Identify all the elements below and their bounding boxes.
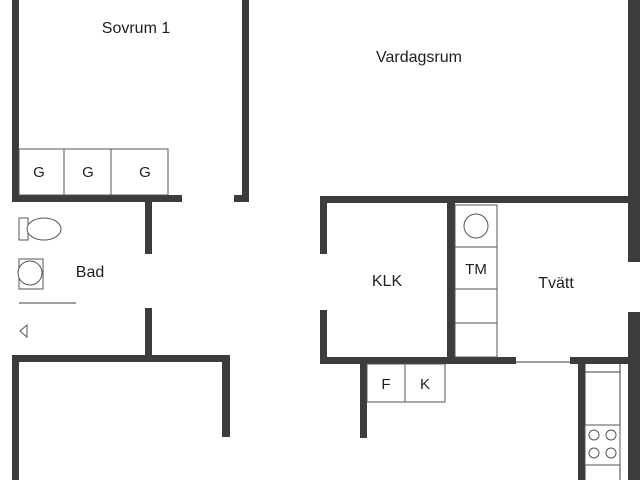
wall-closet-left-upper xyxy=(320,196,327,254)
wall-lower-room-right xyxy=(222,355,230,437)
wardrobes: G G G xyxy=(18,148,169,196)
wardrobe-box-3 xyxy=(110,148,169,196)
laundry-sink-icon xyxy=(463,213,489,239)
dryer-label: TM xyxy=(465,261,487,278)
wall-outer-left-lower xyxy=(12,362,19,480)
burner-icon-2 xyxy=(605,429,617,441)
freezer-label: K xyxy=(420,376,430,393)
wall-outer-left xyxy=(12,0,19,200)
shower-icon xyxy=(19,323,28,339)
fridge-freezer: F K xyxy=(366,363,446,403)
room-labels: Sovrum 1 Vardagsrum Bad KLK Tvätt xyxy=(76,20,575,292)
fridge-label: F xyxy=(381,376,390,393)
freezer-box xyxy=(404,363,446,403)
burner-icon-1 xyxy=(588,429,600,441)
wall-bath-right-upper xyxy=(145,200,152,254)
laundry-fixtures: TM xyxy=(454,204,498,358)
wall-closet-right xyxy=(447,196,455,364)
laundry-cabinet-box xyxy=(454,288,498,324)
toilet-bowl-icon xyxy=(26,217,62,241)
wall-bedroom-right xyxy=(242,0,249,202)
wall-kitchen-left xyxy=(578,362,585,480)
stove xyxy=(584,424,621,466)
wall-outer-right-lower xyxy=(628,312,640,480)
room-label-bath: Bad xyxy=(76,264,104,281)
wall-laundry-bottom-right xyxy=(570,357,640,364)
burner-icon-4 xyxy=(605,447,617,459)
room-label-laundry: Tvätt xyxy=(538,275,574,292)
wardrobe-label-1: G xyxy=(33,164,45,181)
wall-outer-right xyxy=(628,0,640,262)
wardrobe-box-2 xyxy=(63,148,112,196)
wall-bath-top xyxy=(12,195,182,202)
burner-icon-3 xyxy=(588,447,600,459)
wall-bedroom-right-stub xyxy=(234,195,249,202)
wardrobe-label-3: G xyxy=(139,164,151,181)
room-label-closet: KLK xyxy=(372,273,403,290)
walls xyxy=(12,0,640,480)
laundry-cabinet-box-2 xyxy=(454,322,498,358)
room-label-living: Vardagsrum xyxy=(376,49,462,66)
wall-bath-right-lower xyxy=(145,308,152,360)
wardrobe-box-1 xyxy=(18,148,65,196)
room-label-bedroom: Sovrum 1 xyxy=(102,20,171,37)
wall-fridge-left xyxy=(360,362,367,438)
dryer-box xyxy=(454,246,498,290)
wall-living-bottom xyxy=(320,196,640,203)
thin-lines xyxy=(19,302,621,480)
wall-closet-left-lower xyxy=(320,310,327,364)
wardrobe-label-2: G xyxy=(82,164,94,181)
wall-closet-bottom xyxy=(320,357,516,364)
sink-basin-icon xyxy=(17,260,43,286)
wall-bath-bottom xyxy=(12,355,230,362)
bathroom-fixtures xyxy=(17,217,62,339)
